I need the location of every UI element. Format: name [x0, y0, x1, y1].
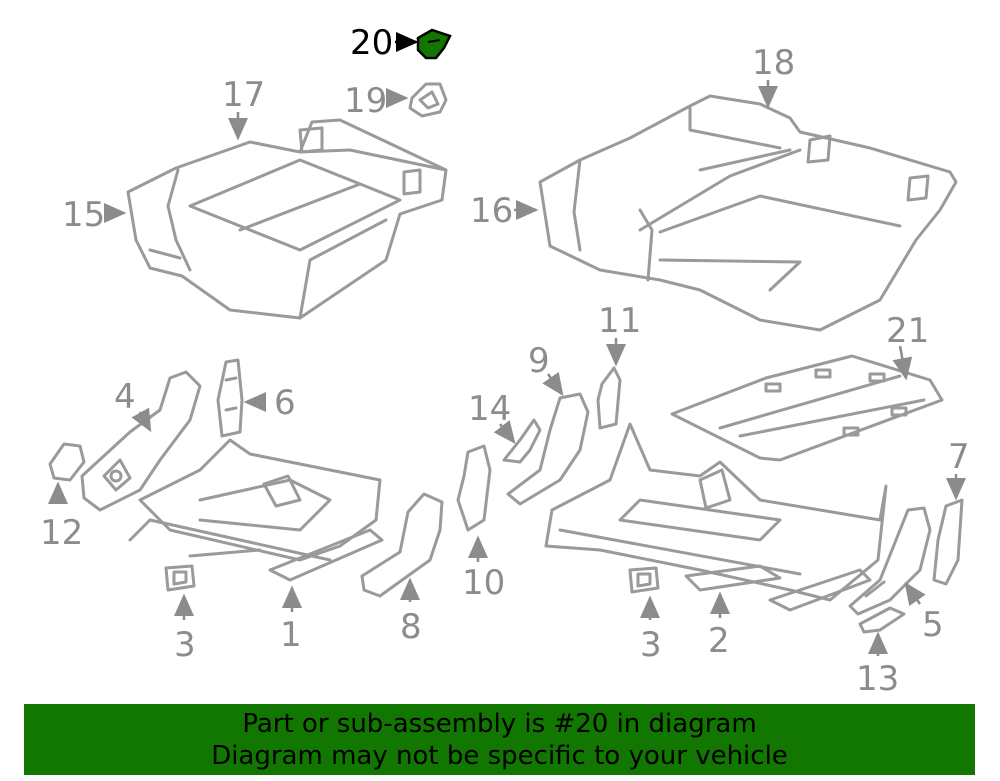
label-4: 4	[114, 377, 136, 417]
part-15-seat-cushion-left	[126, 118, 448, 320]
leader-4	[131, 407, 152, 433]
label-19: 19	[344, 81, 387, 121]
leader-14	[493, 420, 516, 444]
label-2: 2	[708, 621, 730, 661]
info-banner: Part or sub-assembly is #20 in diagram D…	[24, 704, 975, 775]
part-20-highlighted[interactable]	[416, 28, 452, 60]
label-8: 8	[400, 607, 422, 647]
label-11: 11	[598, 301, 641, 341]
label-13: 13	[856, 659, 899, 699]
part-7	[932, 498, 964, 586]
part-13	[858, 606, 906, 634]
label-16: 16	[470, 191, 513, 231]
part-1-seat-frame-left	[128, 438, 384, 582]
leader-5	[904, 581, 926, 607]
label-12: 12	[40, 513, 83, 553]
label-10: 10	[462, 563, 505, 603]
label-21: 21	[886, 311, 929, 351]
banner-line-2: Diagram may not be specific to your vehi…	[211, 741, 788, 771]
label-3-left: 3	[174, 625, 196, 665]
label-15: 15	[62, 195, 105, 235]
label-20: 20	[350, 23, 393, 63]
leader-9	[542, 371, 564, 397]
part-4	[80, 370, 202, 512]
label-3-right: 3	[640, 625, 662, 665]
part-3-left	[164, 564, 196, 592]
part-12	[48, 442, 86, 482]
part-11	[596, 366, 622, 430]
label-14: 14	[468, 389, 511, 429]
label-18: 18	[752, 43, 795, 83]
part-3-right	[628, 566, 660, 594]
label-1: 1	[280, 615, 302, 655]
part-16-seat-cushion-right	[538, 94, 958, 332]
leader-21	[892, 345, 913, 381]
part-6	[216, 358, 244, 438]
part-21-mat	[670, 354, 944, 462]
parts-diagram: 20 19 17 15 18 16	[40, 23, 970, 699]
part-9	[506, 392, 590, 506]
label-9: 9	[528, 341, 550, 381]
part-10	[456, 444, 492, 532]
label-5: 5	[922, 605, 944, 645]
label-7: 7	[948, 437, 970, 477]
part-2-seat-frame-right	[544, 422, 888, 612]
part-14	[502, 418, 542, 464]
part-8	[360, 492, 444, 598]
part-5	[848, 506, 932, 616]
part-19	[408, 82, 448, 118]
label-17: 17	[222, 75, 265, 115]
label-6: 6	[274, 383, 296, 423]
banner-line-1: Part or sub-assembly is #20 in diagram	[242, 709, 757, 739]
